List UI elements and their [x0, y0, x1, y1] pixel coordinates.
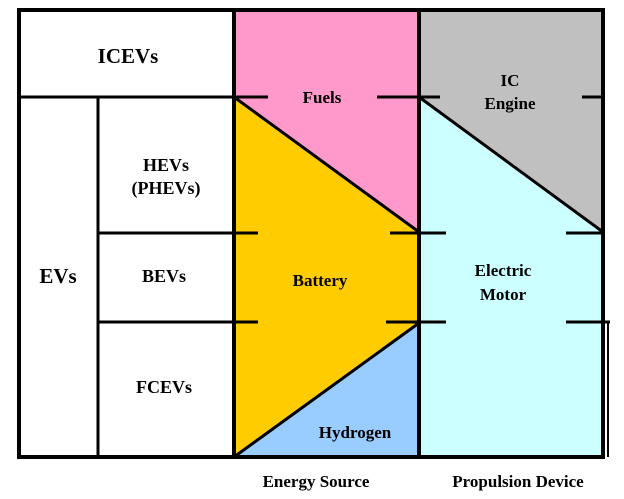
phevs-label: (PHEVs)	[132, 178, 201, 199]
propulsion-device-caption: Propulsion Device	[452, 472, 584, 491]
fuels-battery-boundary	[233, 95, 420, 234]
battery-region	[234, 97, 419, 457]
fuels-region	[234, 10, 419, 232]
energy-source-caption: Energy Source	[263, 472, 370, 491]
battery-label: Battery	[293, 271, 348, 290]
icevs-label: ICEVs	[98, 44, 159, 68]
bevs-label: BEVs	[142, 266, 186, 286]
hydrogen-label: Hydrogen	[319, 423, 392, 442]
engine-label: Engine	[484, 94, 535, 113]
motor-label: Motor	[480, 285, 527, 304]
battery-hydrogen-boundary	[233, 321, 420, 459]
ic-label: IC	[501, 71, 520, 90]
electric-label: Electric	[475, 261, 532, 280]
electric-motor-region	[419, 97, 603, 457]
fcevs-label: FCEVs	[136, 377, 192, 397]
hevs-label: HEVs	[143, 155, 189, 175]
engine-motor-boundary	[418, 95, 604, 234]
fuels-label: Fuels	[303, 88, 342, 107]
diagram-lines	[17, 8, 610, 459]
ic-engine-region	[419, 10, 603, 232]
evs-label: EVs	[39, 264, 76, 288]
